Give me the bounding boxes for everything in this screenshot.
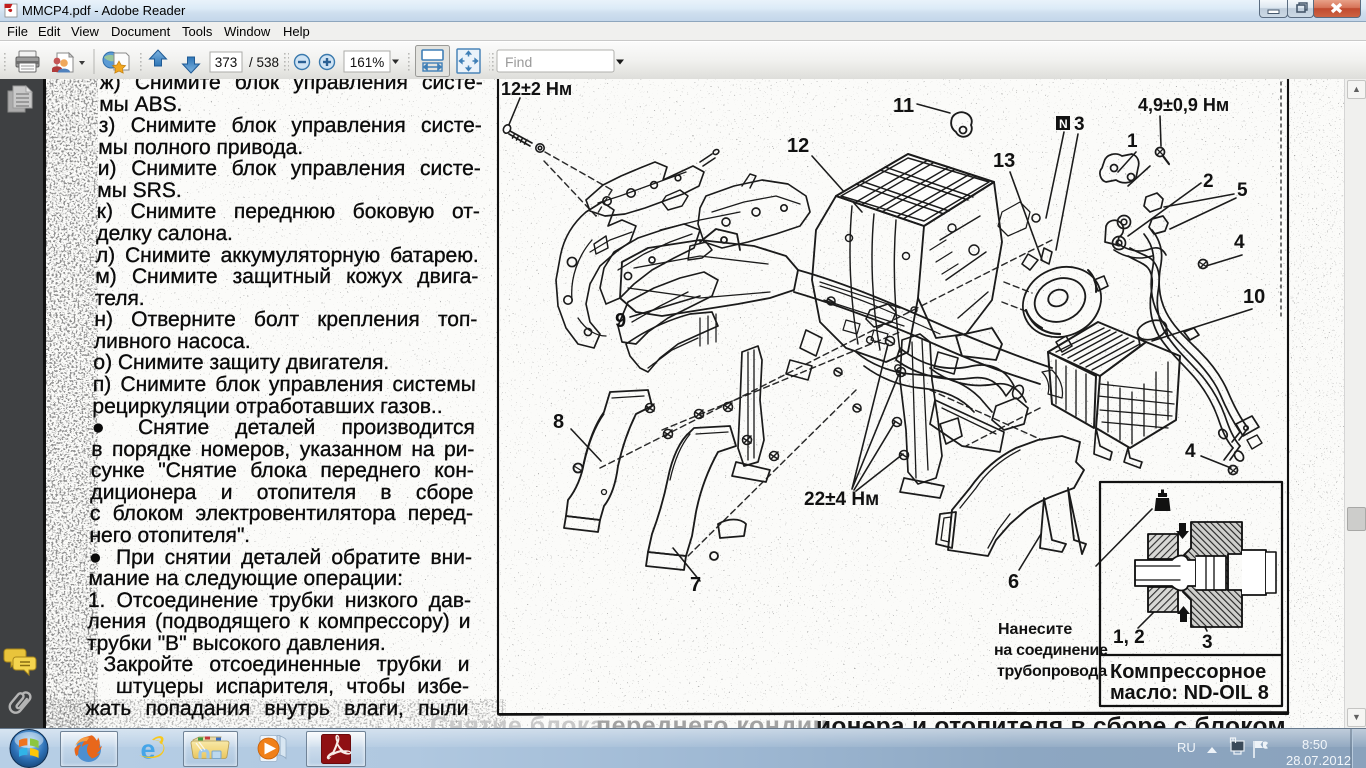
- svg-text:N: N: [1059, 117, 1068, 131]
- svg-text:7: 7: [690, 574, 701, 596]
- svg-text:Нанесите: Нанесите: [998, 621, 1072, 638]
- svg-text:11: 11: [893, 95, 914, 117]
- svg-text:трубопровода: трубопровода: [997, 663, 1107, 680]
- svg-text:5: 5: [1237, 180, 1248, 201]
- svg-text:8: 8: [553, 411, 564, 433]
- svg-text:Find: Find: [505, 54, 532, 70]
- svg-text:на соединение: на соединение: [994, 642, 1108, 659]
- svg-text:12: 12: [787, 135, 809, 157]
- svg-text:ионера и отопителя в сборе с б: ионера и отопителя в сборе с блоком: [816, 713, 1286, 728]
- svg-text:10: 10: [1243, 286, 1265, 308]
- svg-text:6: 6: [1008, 571, 1019, 593]
- svg-text:161%: 161%: [350, 55, 385, 70]
- svg-text:Компрессорное: Компрессорное: [1110, 661, 1266, 683]
- svg-text:373: 373: [215, 55, 238, 70]
- svg-text:1: 1: [1127, 131, 1138, 152]
- svg-text:22±4 Нм: 22±4 Нм: [804, 489, 879, 510]
- svg-text:4,9±0,9 Нм: 4,9±0,9 Нм: [1138, 95, 1229, 115]
- svg-text:переднего кондиц: переднего кондиц: [596, 712, 829, 728]
- svg-text:1, 2: 1, 2: [1113, 627, 1145, 648]
- svg-text:28.07.2012: 28.07.2012: [1286, 753, 1351, 768]
- svg-text:4: 4: [1185, 441, 1196, 462]
- svg-text:2: 2: [1203, 171, 1214, 192]
- svg-text:9: 9: [615, 310, 626, 332]
- svg-text:3: 3: [1202, 632, 1213, 653]
- svg-text:Снятие блока: Снятие блока: [430, 712, 605, 728]
- svg-text:8:50: 8:50: [1302, 737, 1327, 752]
- svg-text:12±2 Нм: 12±2 Нм: [501, 79, 572, 99]
- svg-text:13: 13: [993, 150, 1015, 172]
- svg-text:/ 538: / 538: [249, 55, 279, 70]
- svg-text:RU: RU: [1177, 740, 1196, 755]
- svg-text:4: 4: [1234, 232, 1245, 253]
- svg-text:масло: ND-OIL 8: масло: ND-OIL 8: [1110, 682, 1269, 704]
- svg-text:3: 3: [1074, 114, 1085, 135]
